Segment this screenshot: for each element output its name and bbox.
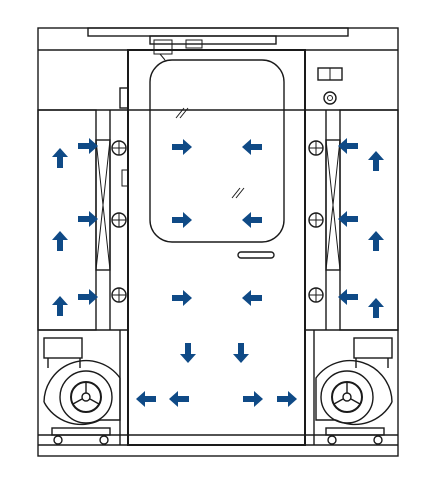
- airflow-arrow-outer-left-up-2: [52, 231, 68, 251]
- airflow-arrow-nozzle-left-in-1: [78, 138, 98, 154]
- left-filter: [37, 109, 111, 331]
- right-blower-fan: [315, 337, 393, 445]
- airflow-arrow-outer-right-up-2: [368, 231, 384, 251]
- airflow-arrow-nozzle-right-in-2: [338, 211, 358, 227]
- lower-compartments: [38, 329, 398, 445]
- left-nozzle-column: [109, 87, 129, 330]
- control-box: [317, 67, 343, 105]
- airflow-arrow-chamber-left-in-3: [172, 290, 192, 306]
- airflow-arrows: [52, 138, 384, 407]
- airflow-arrow-chamber-left-in-1: [172, 139, 192, 155]
- airflow-arrow-nozzle-right-in-1: [338, 138, 358, 154]
- right-filter: [325, 109, 399, 331]
- airflow-arrow-outer-right-up-3: [368, 298, 384, 318]
- airflow-arrow-floor-right-out-2: [277, 391, 297, 407]
- airflow-arrow-floor-right-out-1: [243, 391, 263, 407]
- airflow-arrow-nozzle-right-in-3: [338, 289, 358, 305]
- airflow-arrow-chamber-right-in-3: [242, 290, 262, 306]
- airflow-arrow-chamber-right-in-2: [242, 212, 262, 228]
- airflow-arrow-chamber-right-in-1: [242, 139, 262, 155]
- airflow-arrow-floor-left-out-2: [169, 391, 189, 407]
- top-cap: [87, 27, 349, 61]
- door-panel: [127, 49, 306, 446]
- airflow-arrow-chamber-down-left: [180, 343, 196, 363]
- door-handle: [237, 251, 275, 259]
- airflow-arrow-nozzle-left-in-2: [78, 211, 98, 227]
- airflow-arrow-outer-left-up-3: [52, 296, 68, 316]
- left-blower-fan: [43, 337, 121, 445]
- airflow-arrow-outer-right-up-1: [368, 151, 384, 171]
- airflow-arrow-floor-left-out-1: [136, 391, 156, 407]
- door-window: [149, 59, 285, 243]
- airflow-arrow-outer-left-up-1: [52, 148, 68, 168]
- airflow-arrow-chamber-down-right: [233, 343, 249, 363]
- right-nozzle-column: [304, 90, 327, 330]
- airflow-arrow-nozzle-left-in-3: [78, 289, 98, 305]
- airflow-arrow-chamber-left-in-2: [172, 212, 192, 228]
